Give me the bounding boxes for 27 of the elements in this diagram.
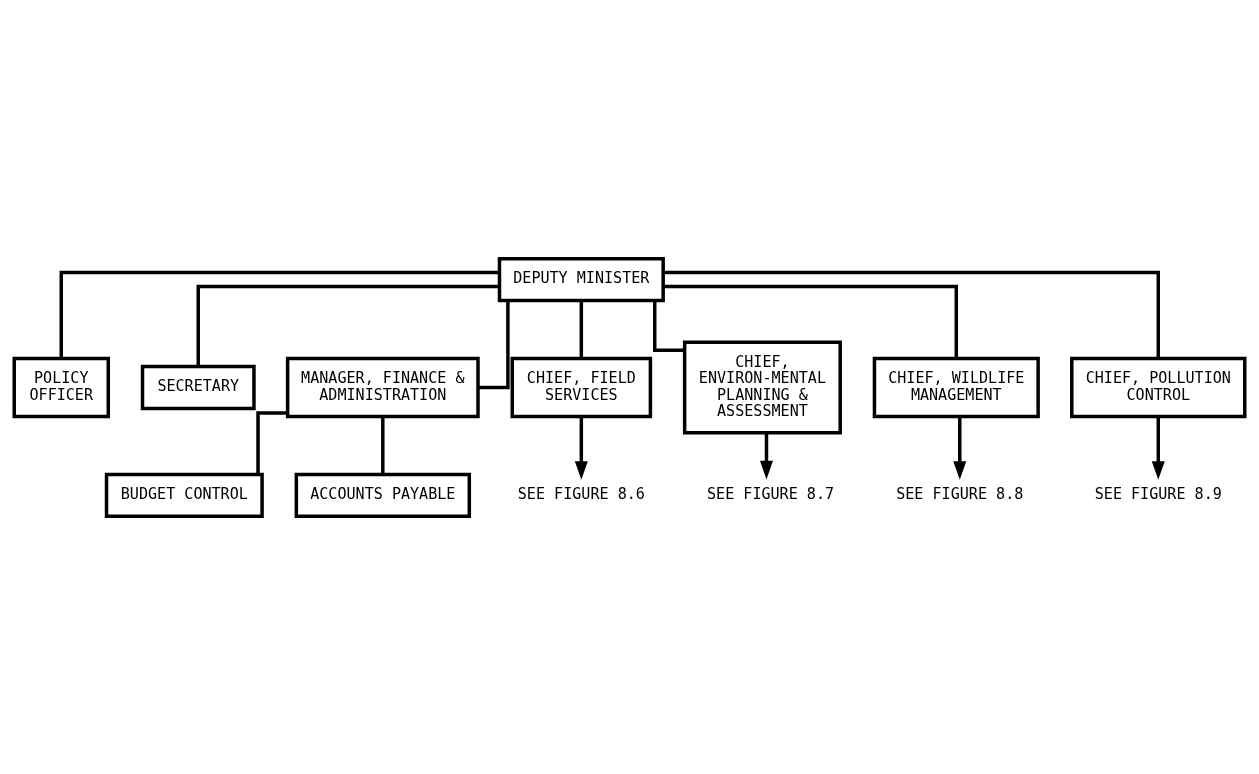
node-box: MANAGER, FINANCE & ADMINISTRATION (285, 356, 480, 418)
connector (256, 410, 288, 474)
node-box: CHIEF, WILDLIFE MANAGEMENT (872, 356, 1040, 418)
node-box: DEPUTY MINISTER (497, 256, 665, 302)
node-box: POLICY OFFICER (12, 356, 110, 418)
node-text: SEE FIGURE 8.6 (517, 484, 645, 503)
connector (579, 300, 584, 358)
connector (381, 416, 385, 475)
node-box: SECRETARY (140, 364, 256, 410)
node-text: SEE FIGURE 8.9 (1094, 484, 1222, 503)
connector (653, 300, 685, 352)
connector (478, 300, 510, 389)
node-box: CHIEF, POLLUTION CONTROL (1070, 356, 1247, 418)
connector (196, 284, 500, 367)
node-box: CHIEF, FIELD SERVICES (510, 356, 653, 418)
node-box: ACCOUNTS PAYABLE (294, 472, 472, 518)
node-text: SEE FIGURE 8.7 (707, 484, 835, 503)
node-box: BUDGET CONTROL (104, 472, 264, 518)
arrow (953, 416, 967, 480)
connector (59, 270, 499, 358)
arrow (759, 432, 773, 479)
arrow (1151, 416, 1165, 480)
connector (663, 270, 1160, 358)
node-text: SEE FIGURE 8.8 (896, 484, 1024, 503)
connector (663, 284, 958, 358)
arrow (574, 416, 588, 480)
node-box: CHIEF, ENVIRON-MENTAL PLANNING & ASSESSMENT (682, 340, 842, 434)
